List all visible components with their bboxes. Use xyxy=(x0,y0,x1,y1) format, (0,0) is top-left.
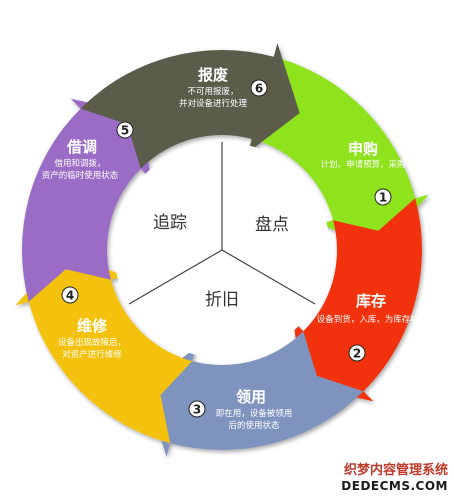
segment-title-jiediao: 借调 xyxy=(66,138,97,156)
segment-desc-jiediao-2: 资产的临时使用状态 xyxy=(42,170,119,181)
segment-shenqing: 申购 计划、申请预算，采购 1 xyxy=(320,140,406,206)
number-badge-3 xyxy=(188,400,206,418)
number-5: 5 xyxy=(121,124,129,138)
segment-weixiu: 维修 设备出现故障后， 对资产进行维修 4 xyxy=(58,286,126,360)
segment-desc-weixiu-1: 设备出现故障后， xyxy=(58,337,126,348)
center-divider-left xyxy=(128,249,223,305)
segment-desc-lingyong-1: 即在用，设备被领用 xyxy=(216,408,293,419)
number-badge-2 xyxy=(348,344,366,362)
number-4: 4 xyxy=(66,289,74,303)
arrow-weixiu xyxy=(15,251,193,444)
segment-desc-baofei-2: 并对设备进行处理 xyxy=(179,98,248,109)
number-badge-6 xyxy=(250,79,268,97)
arrow-baofei xyxy=(80,43,300,169)
number-1: 1 xyxy=(379,191,387,205)
center-label-zhejiu: 折旧 xyxy=(205,290,239,310)
segment-jiediao: 借调 借用和调拨， 资产的临时使用状态 5 xyxy=(42,121,134,181)
center-divider-right xyxy=(221,249,316,305)
segment-desc-baofei-1: 不可用报废， xyxy=(187,86,238,97)
segment-desc-jiediao-1: 借用和调拨， xyxy=(54,158,105,169)
number-6: 6 xyxy=(255,82,263,96)
arrow-kucun xyxy=(293,198,423,402)
segment-desc-lingyong-2: 后的使用状态 xyxy=(228,420,280,431)
number-badge-1 xyxy=(374,188,392,206)
watermark-en: DEDECMS.COM xyxy=(341,479,448,493)
arrow-lingyong xyxy=(144,331,364,457)
number-badge-5 xyxy=(116,121,134,139)
arrow-jiediao xyxy=(21,98,151,302)
segment-title-weixiu: 维修 xyxy=(77,317,108,335)
segment-desc-kucun-1: 设备到货，入库，为库存状态 xyxy=(317,314,428,325)
segment-desc-shenqing-1: 计划、申请预算，采购 xyxy=(320,159,405,170)
number-3: 3 xyxy=(193,403,201,417)
number-badge-4 xyxy=(61,286,79,304)
segment-desc-weixiu-2: 对资产进行维修 xyxy=(62,349,122,360)
center-label-zhuizong: 追踪 xyxy=(153,213,187,233)
center-label-pandian: 盘点 xyxy=(255,215,289,235)
segment-title-lingyong: 领用 xyxy=(235,388,266,406)
watermark-cn: 织梦内容管理系统 xyxy=(344,462,448,478)
watermark: 织梦内容管理系统 DEDECMS.COM xyxy=(341,462,448,493)
center-hub: 追踪 盘点 折旧 xyxy=(114,142,330,358)
number-2: 2 xyxy=(353,347,361,361)
segment-kucun: 库存 设备到货，入库，为库存状态 2 xyxy=(317,292,428,362)
segment-title-baofei: 报废 xyxy=(198,66,228,84)
segment-lingyong: 领用 即在用，设备被领用 后的使用状态 3 xyxy=(188,388,293,431)
segment-title-shenqing: 申购 xyxy=(348,140,378,158)
segment-baofei: 报废 不可用报废， 并对设备进行处理 6 xyxy=(179,66,268,109)
segment-title-kucun: 库存 xyxy=(356,292,386,310)
